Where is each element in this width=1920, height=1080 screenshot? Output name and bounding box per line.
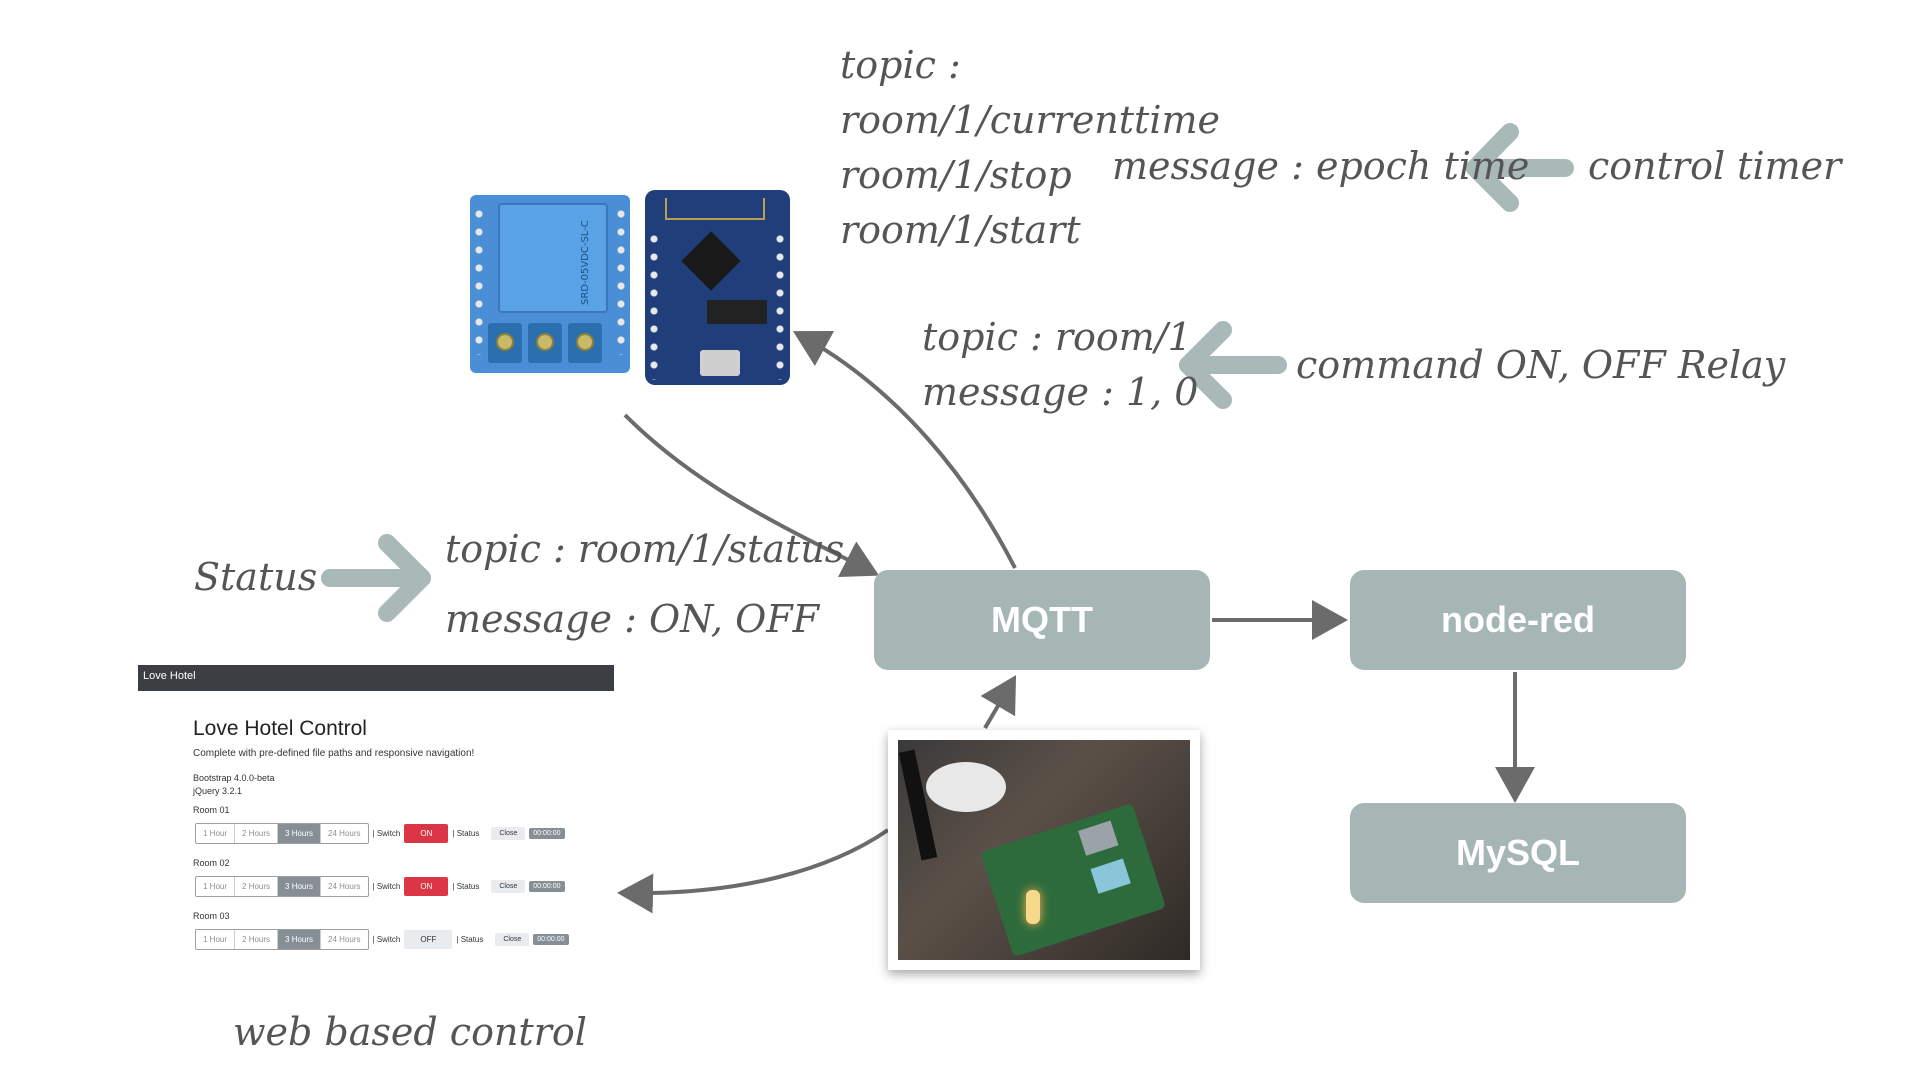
antenna-shape bbox=[898, 749, 938, 861]
photo-content bbox=[898, 740, 1190, 960]
web-title: Love Hotel Control bbox=[193, 717, 367, 740]
status-label: | Status bbox=[456, 935, 484, 944]
duration-3h[interactable]: 3 Hours bbox=[278, 877, 322, 896]
room-row: 1 Hour 2 Hours 3 Hours 24 Hours | Switch… bbox=[195, 823, 565, 844]
duration-24h[interactable]: 24 Hours bbox=[328, 882, 361, 891]
close-button[interactable]: Close bbox=[495, 933, 530, 946]
relay-message: message : 1, 0 bbox=[922, 370, 1199, 414]
command-relay-arrow bbox=[1179, 321, 1287, 409]
timer-badge: 00:00:00 bbox=[529, 881, 565, 892]
close-button[interactable]: Close bbox=[491, 880, 526, 893]
status-arrow bbox=[321, 534, 431, 622]
web-subtitle: Complete with pre-defined file paths and… bbox=[193, 748, 475, 759]
switch-label: | Switch bbox=[372, 829, 401, 838]
mouse-shape bbox=[926, 762, 1006, 812]
switch-label: | Switch bbox=[372, 935, 401, 944]
relay-model-text: SRD-05VDC-SL-C bbox=[580, 220, 591, 305]
pi-to-web-arrow bbox=[617, 828, 890, 914]
command-relay-label: command ON, OFF Relay bbox=[1296, 343, 1786, 387]
status-topic: topic : room/1/status bbox=[445, 527, 845, 571]
duration-2h[interactable]: 2 Hours bbox=[235, 877, 279, 896]
room-row: 1 Hour 2 Hours 3 Hours 24 Hours | Switch… bbox=[195, 929, 569, 950]
close-button[interactable]: Close bbox=[491, 827, 526, 840]
node-red-node-label: node-red bbox=[1440, 599, 1595, 640]
room-label: Room 03 bbox=[193, 911, 230, 921]
duration-24h[interactable]: 24 Hours bbox=[328, 829, 361, 838]
switch-button[interactable]: ON bbox=[404, 824, 449, 843]
web-control-screenshot: Love Hotel Love Hotel Control Complete w… bbox=[138, 665, 614, 965]
relay-right-pins bbox=[616, 205, 626, 355]
status-label: | Status bbox=[452, 882, 480, 891]
relay-board-image: SRD-05VDC-SL-C bbox=[470, 195, 630, 373]
relay-component: SRD-05VDC-SL-C bbox=[498, 203, 608, 313]
duration-selector: 1 Hour 2 Hours 3 Hours 24 Hours bbox=[195, 929, 369, 950]
duration-1h[interactable]: 1 Hour bbox=[196, 930, 236, 949]
room-row: 1 Hour 2 Hours 3 Hours 24 Hours | Switch… bbox=[195, 876, 565, 897]
led-shape bbox=[1026, 890, 1040, 924]
mysql-node: MySQL bbox=[1350, 803, 1686, 903]
room-label: Room 01 bbox=[193, 805, 230, 815]
duration-1h[interactable]: 1 Hour bbox=[196, 824, 236, 843]
timer-topic-list: topic : room/1/currenttime room/1/stop r… bbox=[840, 38, 1220, 258]
switch-button[interactable]: ON bbox=[404, 877, 449, 896]
relay-terminal bbox=[488, 323, 522, 363]
wemos-left-pins bbox=[649, 230, 659, 380]
mqtt-node-label: MQTT bbox=[991, 599, 1093, 640]
status-label: | Status bbox=[452, 829, 480, 838]
wifi-antenna bbox=[665, 198, 765, 220]
usb-serial-chip bbox=[707, 300, 767, 324]
raspberry-pi-photo bbox=[888, 730, 1200, 970]
timer-badge: 00:00:00 bbox=[533, 934, 569, 945]
duration-2h[interactable]: 2 Hours bbox=[235, 824, 279, 843]
micro-usb-port bbox=[700, 350, 740, 376]
timer-topic-stop: room/1/stop bbox=[840, 153, 1072, 197]
switch-label: | Switch bbox=[372, 882, 401, 891]
audio-port-shape bbox=[1090, 858, 1131, 894]
usb-port-shape bbox=[1078, 820, 1119, 856]
duration-selector: 1 Hour 2 Hours 3 Hours 24 Hours bbox=[195, 823, 369, 844]
duration-24h[interactable]: 24 Hours bbox=[328, 935, 361, 944]
timer-topic-heading: topic : bbox=[840, 43, 961, 87]
relay-terminal bbox=[568, 323, 602, 363]
pi-board-shape bbox=[979, 802, 1167, 958]
duration-1h[interactable]: 1 Hour bbox=[196, 877, 236, 896]
relay-terminal bbox=[528, 323, 562, 363]
mysql-node-label: MySQL bbox=[1455, 832, 1580, 873]
node-red-node: node-red bbox=[1350, 570, 1686, 670]
timer-badge: 00:00:00 bbox=[529, 828, 565, 839]
wemos-d1-mini-image bbox=[645, 190, 790, 385]
relay-topic: topic : room/1 bbox=[922, 315, 1192, 359]
esp-chip bbox=[681, 231, 741, 291]
duration-selector: 1 Hour 2 Hours 3 Hours 24 Hours bbox=[195, 876, 369, 897]
pi-to-mqtt-arrow bbox=[980, 675, 1017, 730]
mqtt-node: MQTT bbox=[874, 570, 1210, 670]
duration-3h[interactable]: 3 Hours bbox=[278, 930, 322, 949]
duration-3h[interactable]: 3 Hours bbox=[278, 824, 322, 843]
switch-button[interactable]: OFF bbox=[404, 930, 453, 949]
relay-left-pins bbox=[474, 205, 484, 355]
web-meta-jquery: jQuery 3.2.1 bbox=[193, 786, 243, 796]
web-navbar: Love Hotel bbox=[138, 665, 614, 691]
timer-message: message : epoch time bbox=[1112, 144, 1530, 188]
status-message: message : ON, OFF bbox=[445, 597, 819, 641]
web-caption: web based control bbox=[233, 1010, 587, 1054]
web-nav-brand: Love Hotel bbox=[143, 670, 196, 682]
room-label: Room 02 bbox=[193, 858, 230, 868]
duration-2h[interactable]: 2 Hours bbox=[235, 930, 279, 949]
timer-topic-currenttime: room/1/currenttime bbox=[840, 98, 1220, 142]
wemos-right-pins bbox=[775, 230, 785, 380]
status-label: Status bbox=[194, 555, 318, 599]
timer-topic-start: room/1/start bbox=[840, 208, 1081, 252]
web-meta-bootstrap: Bootstrap 4.0.0-beta bbox=[193, 773, 275, 783]
control-timer-label: control timer bbox=[1588, 144, 1842, 188]
